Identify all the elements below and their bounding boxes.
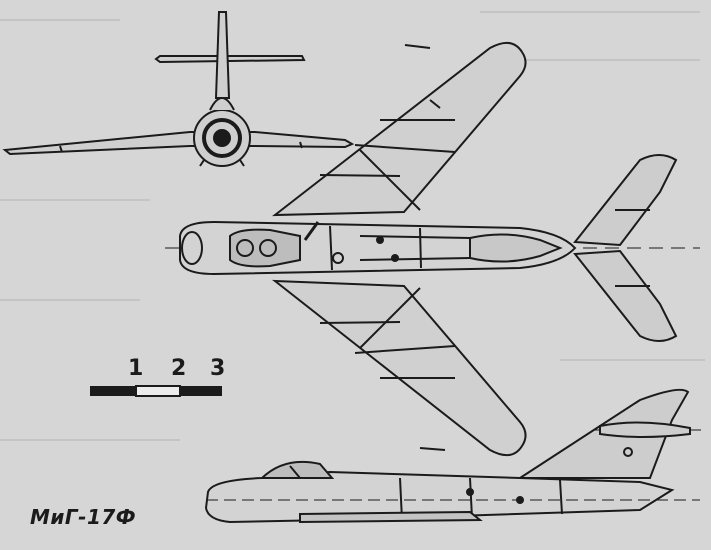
scale-label-2: 2 [171,356,187,381]
side-view [204,388,705,524]
scale-label-3: 3 [210,356,226,381]
background-texture [0,11,705,441]
scale-label-1: 1 [128,356,144,381]
front-view [2,11,355,167]
aircraft-title: МиГ-17Ф [30,505,137,529]
top-view [165,41,700,457]
scale-bar [90,385,222,397]
